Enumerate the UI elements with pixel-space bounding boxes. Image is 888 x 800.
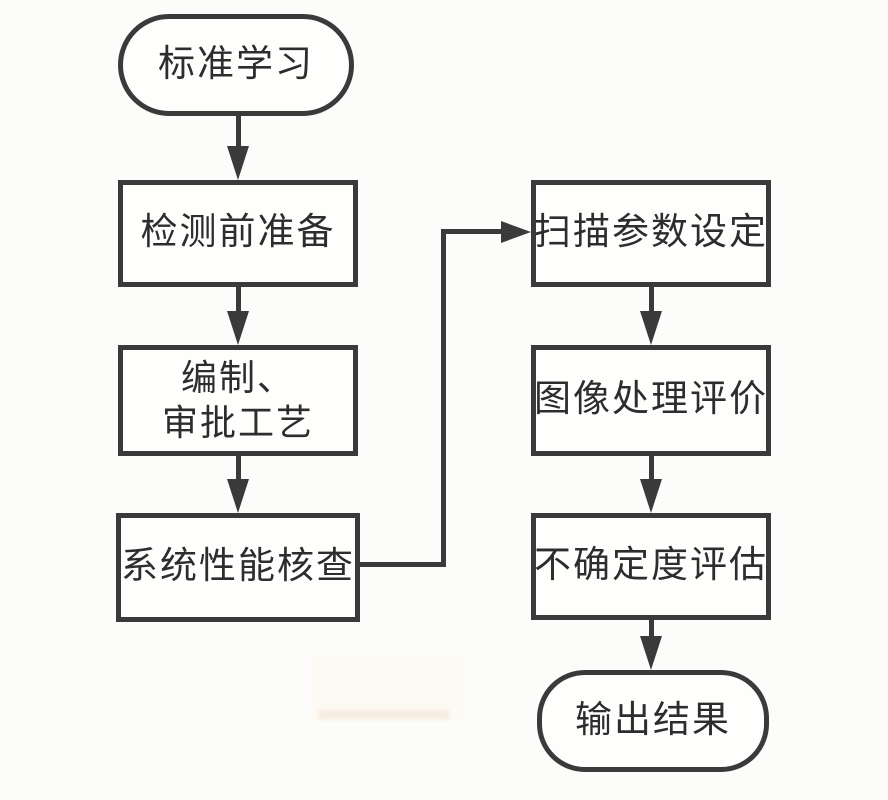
node-compile-approve-process: 编制、 审批工艺	[118, 345, 358, 456]
node-pre-inspection-prep-label: 检测前准备	[140, 212, 336, 254]
connector-standard-to-prep	[236, 114, 241, 150]
arrowhead-check-to-scan	[501, 221, 531, 243]
node-output-result: 输出结果	[537, 670, 769, 772]
connector-uncertainty-to-output	[649, 618, 654, 640]
connector-elbow-horizontal-top	[441, 229, 503, 234]
node-image-processing-evaluation: 图像处理评价	[531, 345, 771, 456]
node-standard-learning: 标准学习	[118, 14, 354, 116]
node-output-result-label: 输出结果	[575, 699, 731, 741]
watermark-remnant	[312, 657, 464, 721]
node-image-processing-evaluation-label: 图像处理评价	[534, 379, 768, 421]
connector-elbow-vertical	[441, 229, 446, 567]
arrowhead-image-to-uncertainty	[640, 479, 662, 513]
node-uncertainty-assessment: 不确定度评估	[531, 513, 771, 620]
connector-elbow-horizontal-bottom	[358, 562, 446, 567]
arrowhead-scan-to-image	[640, 311, 662, 345]
connector-prep-to-compile	[236, 285, 241, 315]
connector-image-to-uncertainty	[649, 454, 654, 483]
node-compile-approve-process-line1: 编制、	[180, 357, 295, 398]
node-scan-parameter-setting: 扫描参数设定	[531, 180, 771, 287]
arrowhead-standard-to-prep	[227, 146, 249, 180]
node-standard-learning-label: 标准学习	[158, 43, 314, 85]
arrowhead-uncertainty-to-output	[640, 636, 662, 670]
node-compile-approve-process-line2: 审批工艺	[161, 402, 314, 443]
connector-compile-to-check	[236, 454, 241, 483]
node-pre-inspection-prep: 检测前准备	[118, 180, 358, 287]
arrowhead-prep-to-compile	[227, 311, 249, 345]
node-scan-parameter-setting-label: 扫描参数设定	[534, 212, 768, 254]
arrowhead-compile-to-check	[227, 479, 249, 513]
node-system-performance-check-label: 系统性能核查	[121, 546, 355, 588]
node-system-performance-check: 系统性能核查	[116, 513, 360, 622]
watermark-smudge	[318, 710, 450, 719]
connector-scan-to-image	[649, 285, 654, 315]
node-uncertainty-assessment-label: 不确定度评估	[534, 545, 768, 587]
